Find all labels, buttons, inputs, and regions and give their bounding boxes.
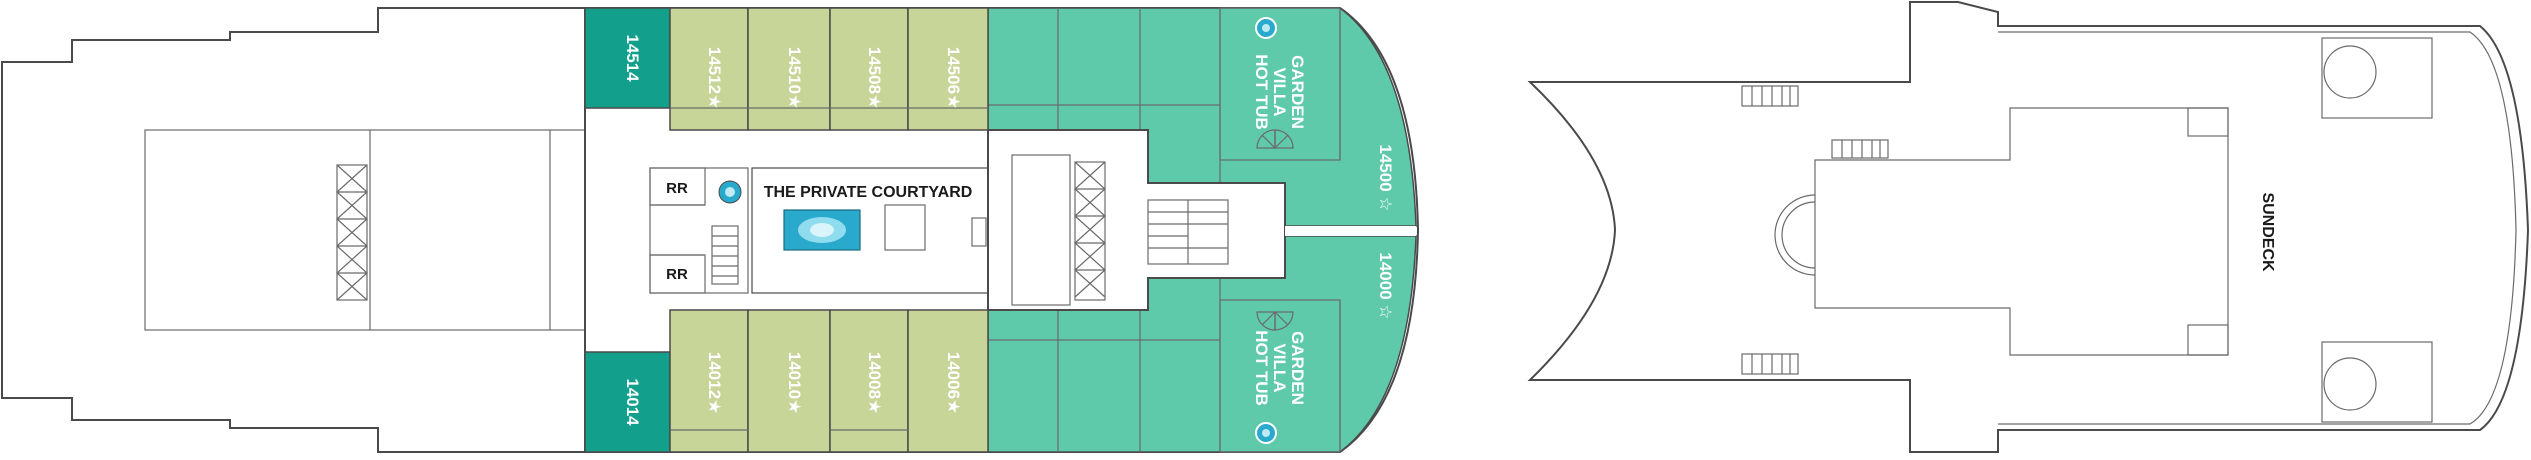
garden-villa-bottom[interactable] [987,235,1417,453]
room-14010[interactable] [747,309,831,453]
elevator-icon [336,164,368,301]
spiral-stair-icon [1256,129,1294,149]
stairs-icon [1147,199,1229,265]
sundeck-label: SUNDECK [2259,192,2276,272]
garden-villa-top[interactable] [987,7,1417,227]
room-14008-label: 14008★ [865,352,884,415]
courtyard-label: THE PRIVATE COURTYARD [764,184,973,201]
hot-tub-bottom-line1: GARDEN [1288,331,1307,405]
room-14000-label: 14000 ☆ [1376,252,1395,319]
room-14510-label: 14510★ [785,47,804,110]
hot-tub-bottom-line3: HOT TUB [1252,330,1271,406]
room-14514-label: 14514 [623,34,642,82]
hot-tub-top-line3: HOT TUB [1252,54,1271,130]
hot-tub-top-line2: VILLA [1270,67,1289,116]
room-14506-label: 14506★ [944,47,963,110]
room-14500-label: 14500 ☆ [1376,144,1395,211]
stairs-icon [711,225,739,285]
hot-tub-icon [1255,17,1277,39]
room-14508-label: 14508★ [865,47,884,110]
aft-section [1,7,586,453]
stairs-icon [1741,353,1799,375]
spiral-stair-icon [1256,311,1294,331]
main-deck [584,7,1420,453]
room-14512[interactable] [669,7,749,131]
hot-tub-icon [718,180,742,204]
room-14010-label: 14010★ [785,352,804,415]
stairs-icon [1831,139,1889,159]
restroom-bottom-label: RR [666,266,688,283]
hot-tub-top-line1: GARDEN [1288,55,1307,129]
room-14012-label: 14012★ [705,352,724,415]
room-14508[interactable] [829,7,909,131]
room-14510[interactable] [747,7,831,131]
room-14012[interactable] [669,309,749,453]
room-14008[interactable] [829,309,909,453]
hot-tub-bottom-line2: VILLA [1270,343,1289,392]
stairs-icon [1741,85,1799,107]
staterooms-top [669,7,989,131]
sundeck-section: SUNDECK [1527,0,2530,453]
staterooms-bottom [669,309,989,453]
restroom-top-label: RR [666,180,688,197]
room-14512-label: 14512★ [705,47,724,110]
room-14506[interactable] [907,7,989,131]
room-14006[interactable] [907,309,989,453]
room-14006-label: 14006★ [944,352,963,415]
hot-tub-icon [1255,422,1277,444]
elevator-icon [1074,161,1106,301]
room-14014-label: 14014 [623,378,642,426]
room-labels: 14514 14014 14512★ 14510★ 14508★ 14506★ … [623,34,1395,426]
